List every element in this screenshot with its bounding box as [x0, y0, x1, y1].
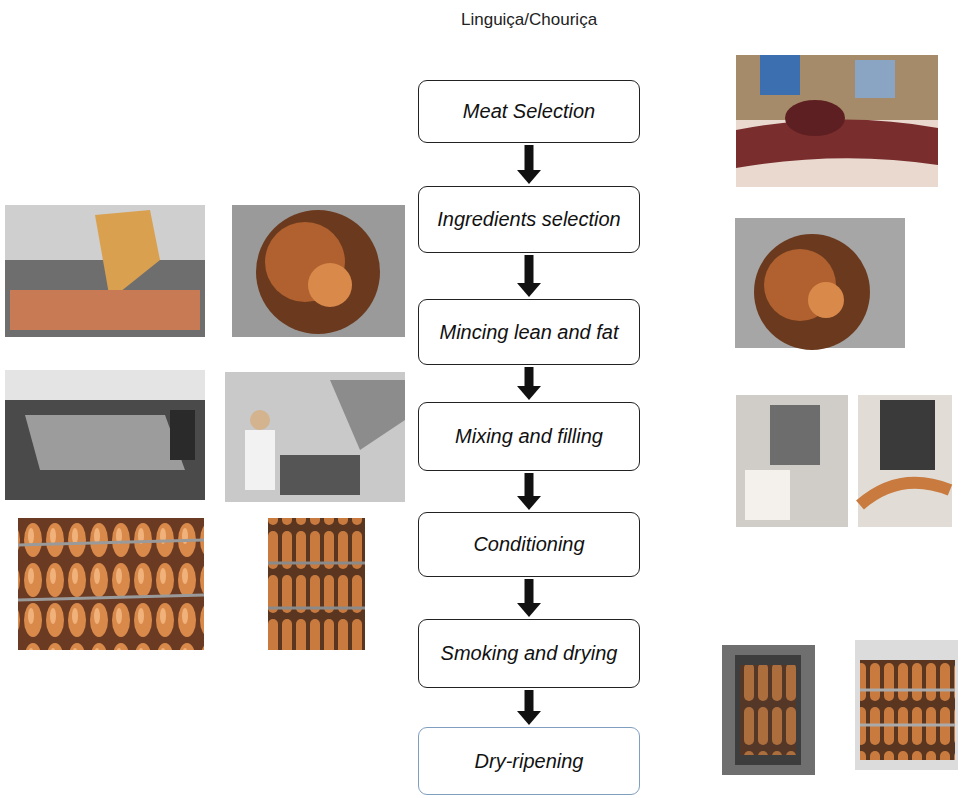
step-label: Mixing and filling — [455, 424, 603, 449]
flow-arrow — [517, 367, 541, 400]
meat-photo — [736, 55, 938, 187]
step-label: Meat Selection — [463, 99, 595, 124]
flow-arrow — [517, 255, 541, 297]
step-label: Ingredients selection — [437, 207, 620, 232]
step-label: Smoking and drying — [441, 641, 618, 666]
process-box: Smoking and drying — [418, 619, 640, 688]
process-box: Dry-ripening — [418, 727, 640, 795]
process-box: Mincing lean and fat — [418, 299, 640, 365]
process-box: Conditioning — [418, 512, 640, 577]
diagram-title: Linguiça/Chouriça — [461, 10, 597, 30]
smoking-photo — [722, 640, 958, 775]
flow-arrow — [517, 690, 541, 725]
process-box: Meat Selection — [418, 80, 640, 143]
filling-photo — [736, 395, 952, 527]
mincing-photo — [5, 205, 405, 337]
process-box: Ingredients selection — [418, 186, 640, 253]
process-box: Mixing and filling — [418, 402, 640, 471]
mixing-machine-photo — [5, 370, 405, 502]
ingredients-photo — [735, 218, 905, 350]
step-label: Dry-ripening — [475, 749, 584, 774]
step-label: Conditioning — [473, 532, 584, 557]
conditioning-photo — [18, 518, 365, 650]
flow-arrow — [517, 145, 541, 184]
flow-arrow — [517, 579, 541, 617]
step-label: Mincing lean and fat — [439, 320, 618, 345]
flow-arrow — [517, 473, 541, 510]
